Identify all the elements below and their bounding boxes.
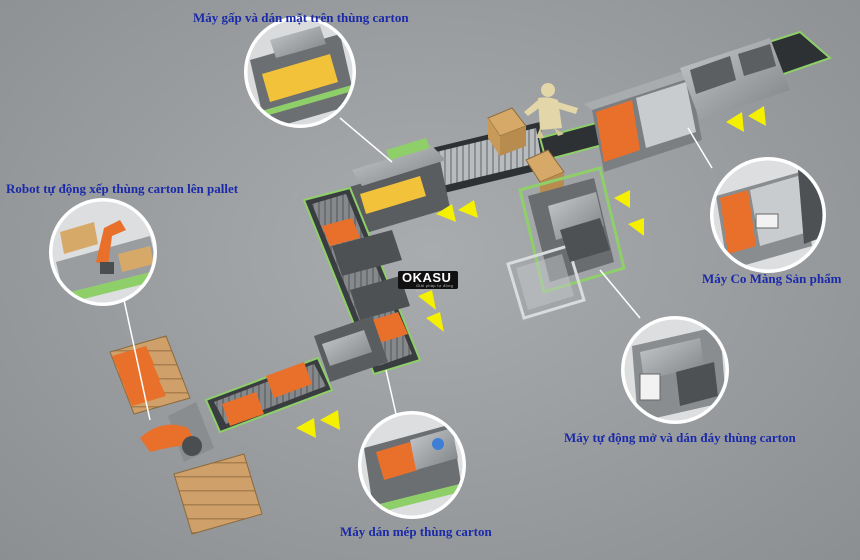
leader-lines (123, 117, 713, 421)
inset-edge-sealer (358, 411, 466, 519)
shrink-wrap-machine (584, 38, 790, 172)
inset-palletizer (49, 198, 157, 306)
label-palletizer: Robot tự động xếp thùng carton lên palle… (6, 181, 239, 196)
label-carton-erector: Máy tự động mở và dán đáy thùng carton (564, 430, 796, 445)
label-top-sealer: Máy gấp và dán mặt trên thùng carton (193, 10, 409, 25)
top-sealer-machine (346, 138, 450, 236)
label-shrink-wrap: Máy Co Màng Sản phẩm (702, 271, 842, 286)
operator-figure (524, 83, 578, 138)
palletizer-area (109, 335, 263, 535)
inset-top-sealer (244, 16, 356, 128)
logo-brand: OKASU (402, 270, 452, 285)
okasu-logo: OKASU Giải pháp tự động hóa (398, 270, 458, 293)
conveyor-lower (204, 316, 388, 434)
flow-arrows (296, 106, 766, 438)
carton-erector-machine (506, 166, 626, 320)
label-edge-sealer: Máy dán mép thùng carton (340, 524, 492, 539)
conveyor-middle (302, 186, 422, 376)
logo-tagline: Giải pháp tự động hóa (416, 283, 454, 293)
inset-carton-erector (621, 316, 729, 424)
inset-shrink-wrap (710, 157, 826, 273)
